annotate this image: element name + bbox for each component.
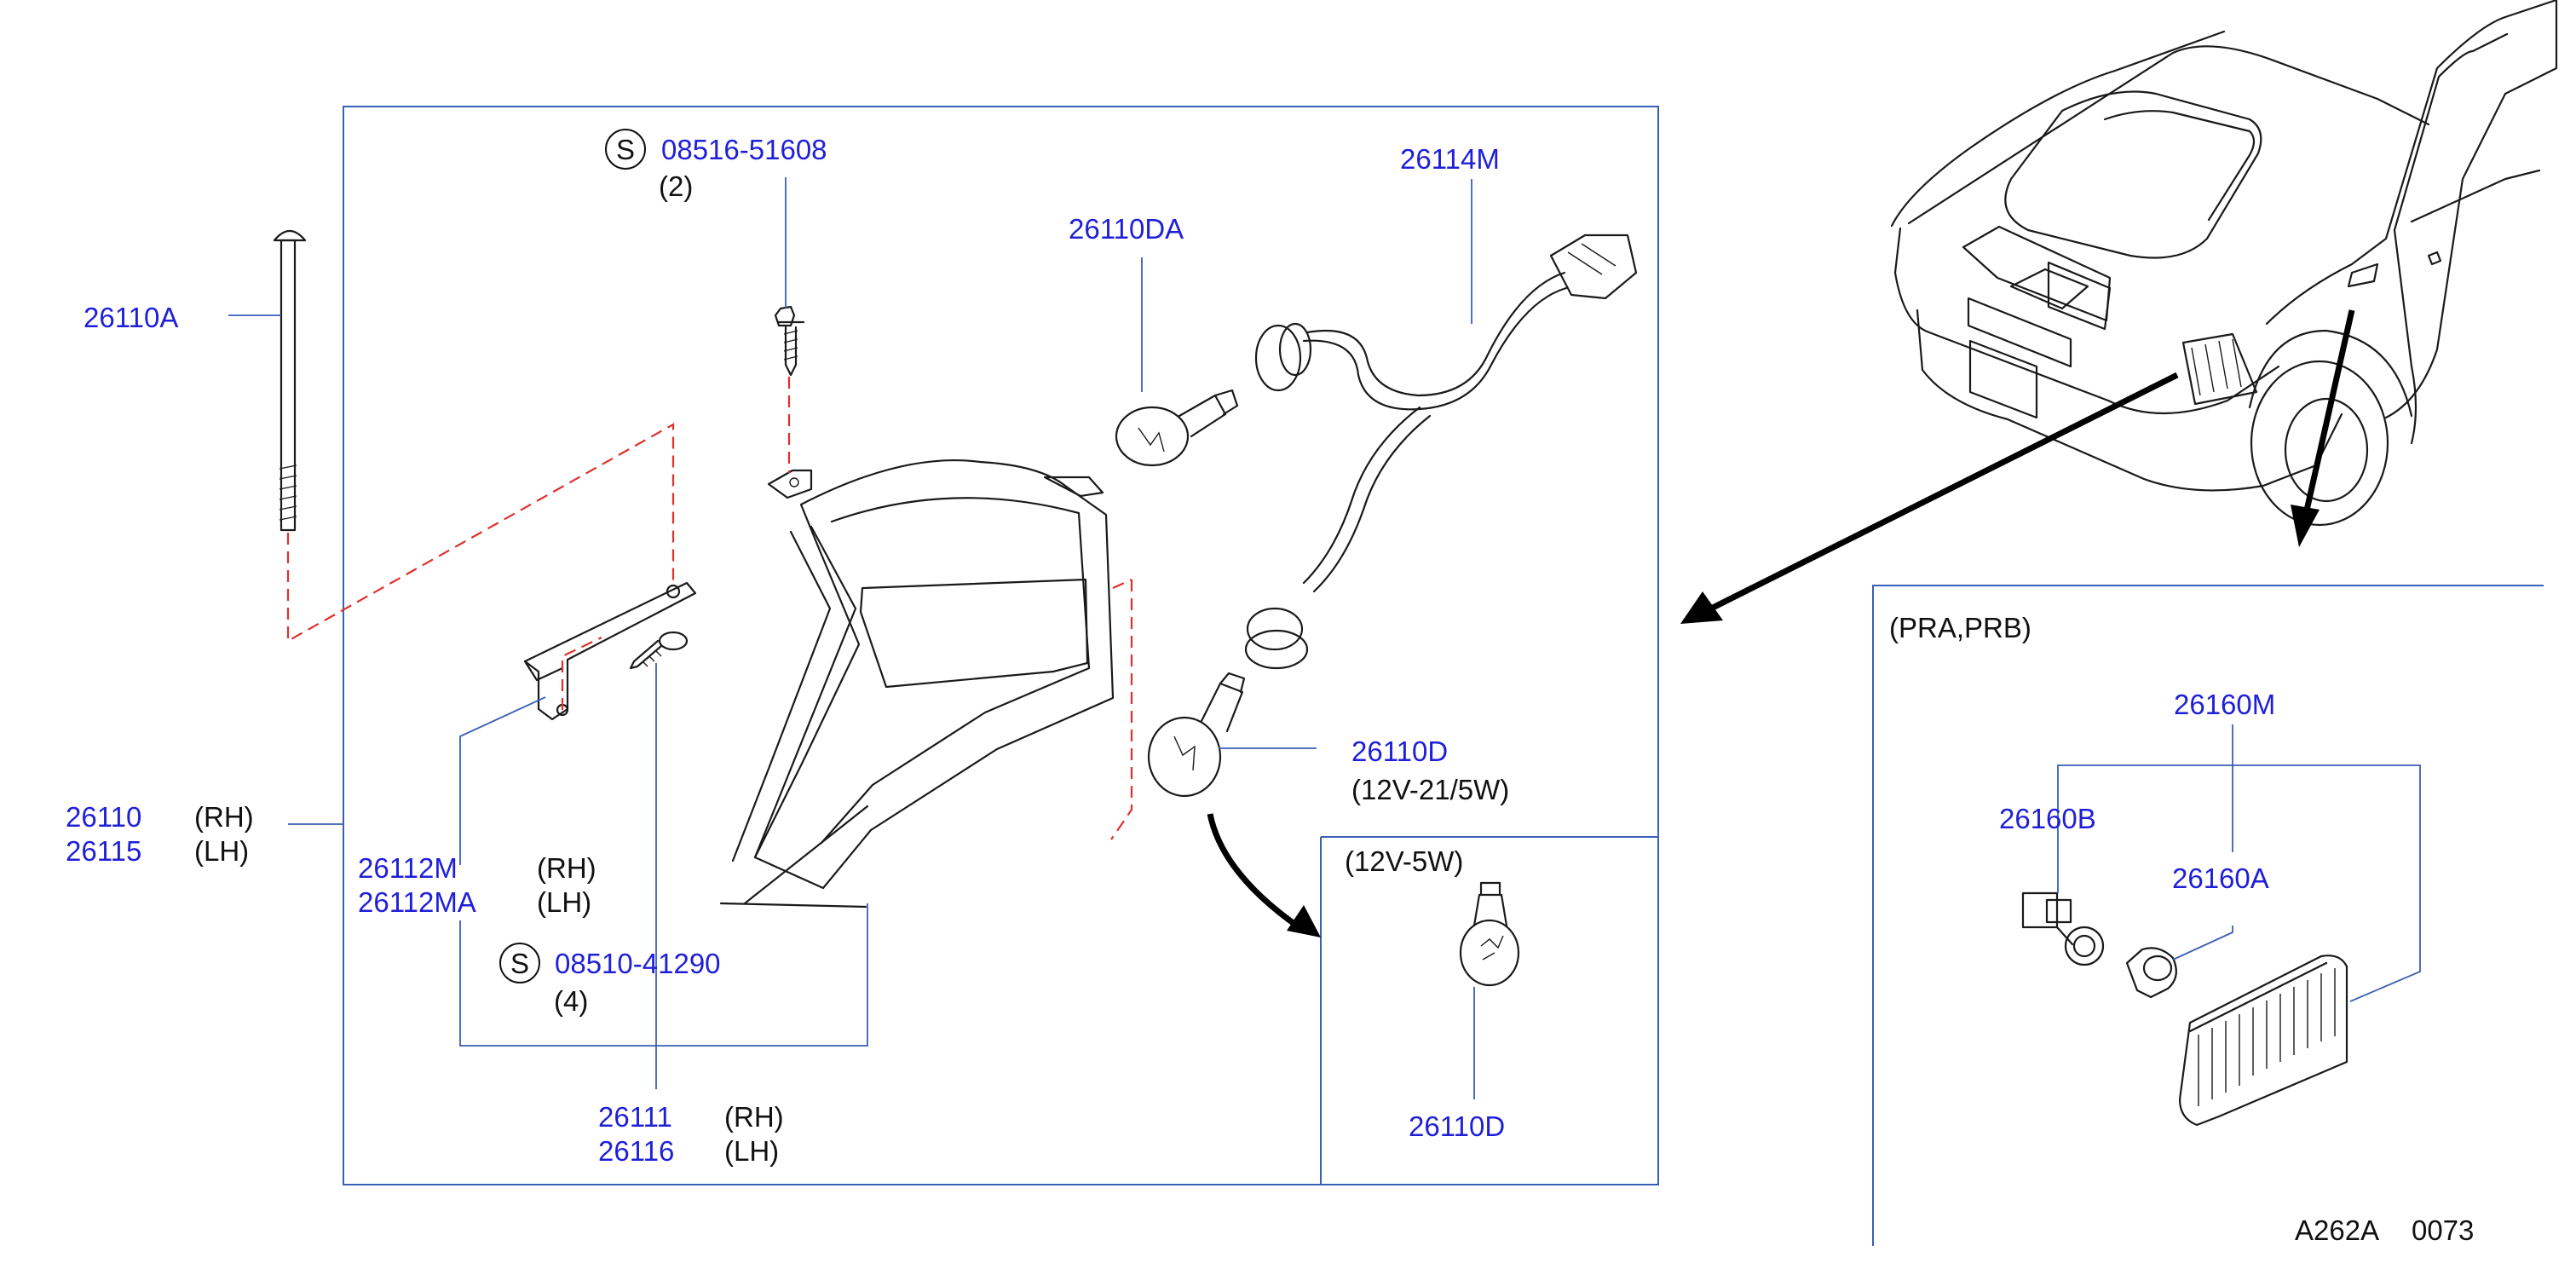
footer-sheet: 0073	[2412, 1214, 2474, 1246]
lamp-assy-rh-number[interactable]: 26110	[66, 801, 141, 833]
side-marker-bulb-number[interactable]: 26160A	[2172, 862, 2269, 894]
arrow-head-main	[1680, 591, 1723, 624]
lamp-housing-drawing	[719, 459, 1115, 908]
screw-top-qty: (2)	[659, 170, 693, 202]
bulb-main-drawing	[1147, 672, 1246, 798]
harness-drawing	[1244, 234, 1638, 670]
circled-s-icon	[605, 129, 646, 170]
side-marker-assembly-number[interactable]: 26160M	[2174, 689, 2275, 720]
leader-side-bulb	[2172, 926, 2233, 960]
screw-top-number[interactable]: 08516-51608	[661, 134, 827, 165]
dashed-harness-tick	[1112, 578, 1132, 590]
side-marker-socket-number[interactable]: 26160B	[1999, 803, 2096, 834]
bracket-lh-side: (LH)	[537, 886, 591, 918]
inset-frame-12v-5w	[1321, 836, 1659, 1185]
curved-arrow-to-inset	[1207, 813, 1302, 931]
footer-code: A262A	[2295, 1214, 2379, 1246]
vehicle-drawing	[1890, 0, 2558, 527]
screw-bottom-number[interactable]: 08510-41290	[555, 948, 721, 979]
bulb-inset-drawing	[1459, 881, 1520, 987]
main-frame	[343, 106, 1659, 1185]
circled-s-icon	[499, 943, 540, 983]
leader-side-marker-assy	[2057, 764, 2421, 1002]
screw-bottom-drawing	[629, 631, 689, 670]
lamp-assy-lh-side: (LH)	[194, 835, 249, 867]
housing-lh-side: (LH)	[724, 1135, 779, 1167]
side-marker-frame	[1872, 585, 2544, 1246]
bracket-rh-number[interactable]: 26112M	[358, 852, 458, 884]
side-marker-bulb-drawing	[2125, 947, 2177, 999]
side-marker-lens-drawing	[2178, 955, 2348, 1127]
screw-top-drawing	[774, 305, 805, 377]
bracket-drawing	[523, 581, 697, 721]
dashed-bracket-path	[561, 637, 602, 710]
bracket-lh-number[interactable]: 26112MA	[358, 886, 476, 918]
bracket-rh-side: (RH)	[537, 852, 596, 884]
bolt-number[interactable]: 26110A	[84, 302, 178, 333]
lamp-assy-lh-number[interactable]: 26115	[66, 835, 141, 867]
leader-bracket	[459, 696, 546, 865]
arrow-to-side-marker	[2301, 309, 2355, 522]
bulb-main-spec: (12V-21/5W)	[1351, 774, 1509, 805]
side-marker-variant: (PRA,PRB)	[1889, 612, 2031, 643]
bulb-inset-number[interactable]: 26110D	[1409, 1110, 1505, 1142]
side-marker-socket-drawing	[2021, 891, 2105, 966]
housing-rh-side: (RH)	[724, 1101, 784, 1133]
bulb-inset-spec: (12V-5W)	[1345, 845, 1463, 877]
arrow-to-main-lamp	[1703, 372, 2179, 615]
curved-arrow-head	[1287, 905, 1321, 937]
harness-number[interactable]: 26114M	[1400, 143, 1500, 175]
lamp-assy-rh-side: (RH)	[194, 801, 254, 833]
bolt-drawing	[273, 229, 307, 532]
bulb-main-number[interactable]: 26110D	[1351, 735, 1448, 767]
dashed-bolt-path	[286, 423, 675, 643]
leader-housing	[459, 903, 868, 1047]
dashed-harness-path	[1110, 580, 1133, 840]
bulb-top-number[interactable]: 26110DA	[1069, 213, 1184, 245]
arrow-head-side	[2291, 505, 2320, 547]
bulb-top-drawing	[1115, 389, 1239, 467]
housing-rh-number[interactable]: 26111	[598, 1101, 672, 1133]
screw-bottom-symbol: S	[510, 948, 529, 979]
screw-top-symbol: S	[616, 134, 635, 165]
screw-bottom-qty: (4)	[554, 985, 588, 1017]
housing-lh-number[interactable]: 26116	[598, 1135, 674, 1167]
